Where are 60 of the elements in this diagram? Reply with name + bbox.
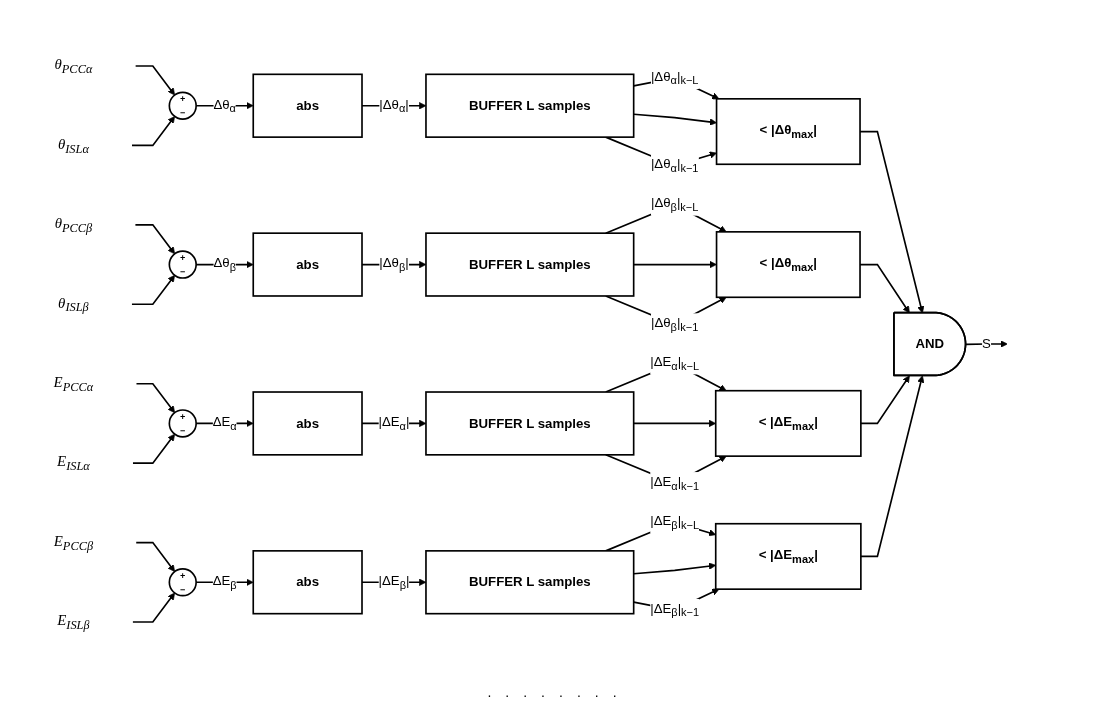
node-circle: + − — [168, 250, 197, 279]
node-box: abs — [252, 73, 363, 138]
arrow — [131, 592, 175, 623]
node-box: < |Δθ$_{max}$| — [715, 98, 861, 166]
node-box: BUFFER L samples — [425, 391, 635, 456]
arrow — [965, 340, 1008, 348]
node-text: θ$_{ISLβ}$ — [58, 294, 89, 314]
node-box: abs — [252, 550, 363, 615]
edge-label: |ΔE$_{β}$|$_{k−1}$ — [650, 601, 700, 619]
edge-label: |ΔE$_{β}$| — [378, 573, 410, 592]
edge-label: S — [982, 336, 991, 351]
edge-label: |ΔE$_{α}$|$_{k−1}$ — [650, 474, 700, 493]
arrow — [860, 375, 910, 425]
edge-label: |ΔE$_{α}$|$_{k−L}$ — [650, 354, 700, 373]
arrow — [131, 116, 175, 147]
node-text: θ$_{PCCα}$ — [54, 56, 93, 76]
node-circle: + − — [168, 409, 197, 438]
edge-label: |Δθ$_{α}$|$_{k−L}$ — [650, 69, 699, 87]
arrow — [135, 541, 175, 572]
node-text: θ$_{PCCβ}$ — [54, 214, 93, 235]
node-box: BUFFER L samples — [425, 550, 635, 615]
node-circle: + − — [168, 568, 197, 597]
edge-label: ΔE$_{α}$ — [212, 414, 237, 433]
edge-label: |Δθ$_{β}$| — [379, 255, 409, 274]
dot-mark: . — [559, 684, 563, 700]
arrow — [130, 274, 175, 306]
node-box: < |Δθ$_{max}$| — [715, 231, 861, 299]
edge-label: |Δθ$_{α}$|$_{k−1}$ — [650, 156, 699, 175]
arrow — [135, 382, 175, 414]
dot-mark: . — [541, 684, 545, 700]
node-text: E$_{PCCα}$ — [53, 373, 94, 394]
edge-label: |ΔE$_{α}$| — [378, 414, 410, 433]
arrow — [132, 433, 175, 464]
arrow — [134, 65, 175, 96]
dot-mark: . — [523, 684, 528, 700]
node-circle: + − — [168, 91, 197, 120]
edge-label: |Δθ$_{β}$|$_{k−1}$ — [650, 315, 699, 334]
dot-mark: . — [576, 684, 581, 700]
node-text: E$_{ISLβ}$ — [57, 612, 90, 632]
edge-label: |Δθ$_{α}$| — [379, 96, 409, 115]
node-box: abs — [252, 232, 363, 297]
node-text: E$_{ISLα}$ — [57, 453, 90, 473]
dot-mark: . — [594, 684, 599, 700]
node-box: < |ΔE$_{max}$| — [714, 389, 862, 457]
node-box: BUFFER L samples — [425, 73, 635, 138]
arrow — [134, 224, 175, 255]
node-box: abs — [252, 391, 363, 456]
edge-label: |Δθ$_{β}$|$_{k−L}$ — [650, 195, 699, 214]
edge-label: Δθ$_{β}$ — [213, 255, 236, 274]
edge-label: ΔE$_{β}$ — [212, 573, 237, 592]
dot-mark: . — [487, 684, 492, 700]
arrow — [860, 375, 925, 558]
dot-mark: . — [612, 684, 617, 700]
node-text: θ$_{ISLα}$ — [57, 135, 89, 155]
dot-mark: . — [505, 684, 510, 700]
edge-label: |ΔE$_{β}$|$_{k−L}$ — [650, 513, 700, 532]
node-box: < |ΔE$_{max}$| — [714, 522, 862, 590]
node-text: E$_{PCCβ}$ — [53, 532, 94, 553]
edge-label: Δθ$_{α}$ — [213, 96, 236, 115]
node-box: BUFFER L samples — [425, 232, 635, 297]
